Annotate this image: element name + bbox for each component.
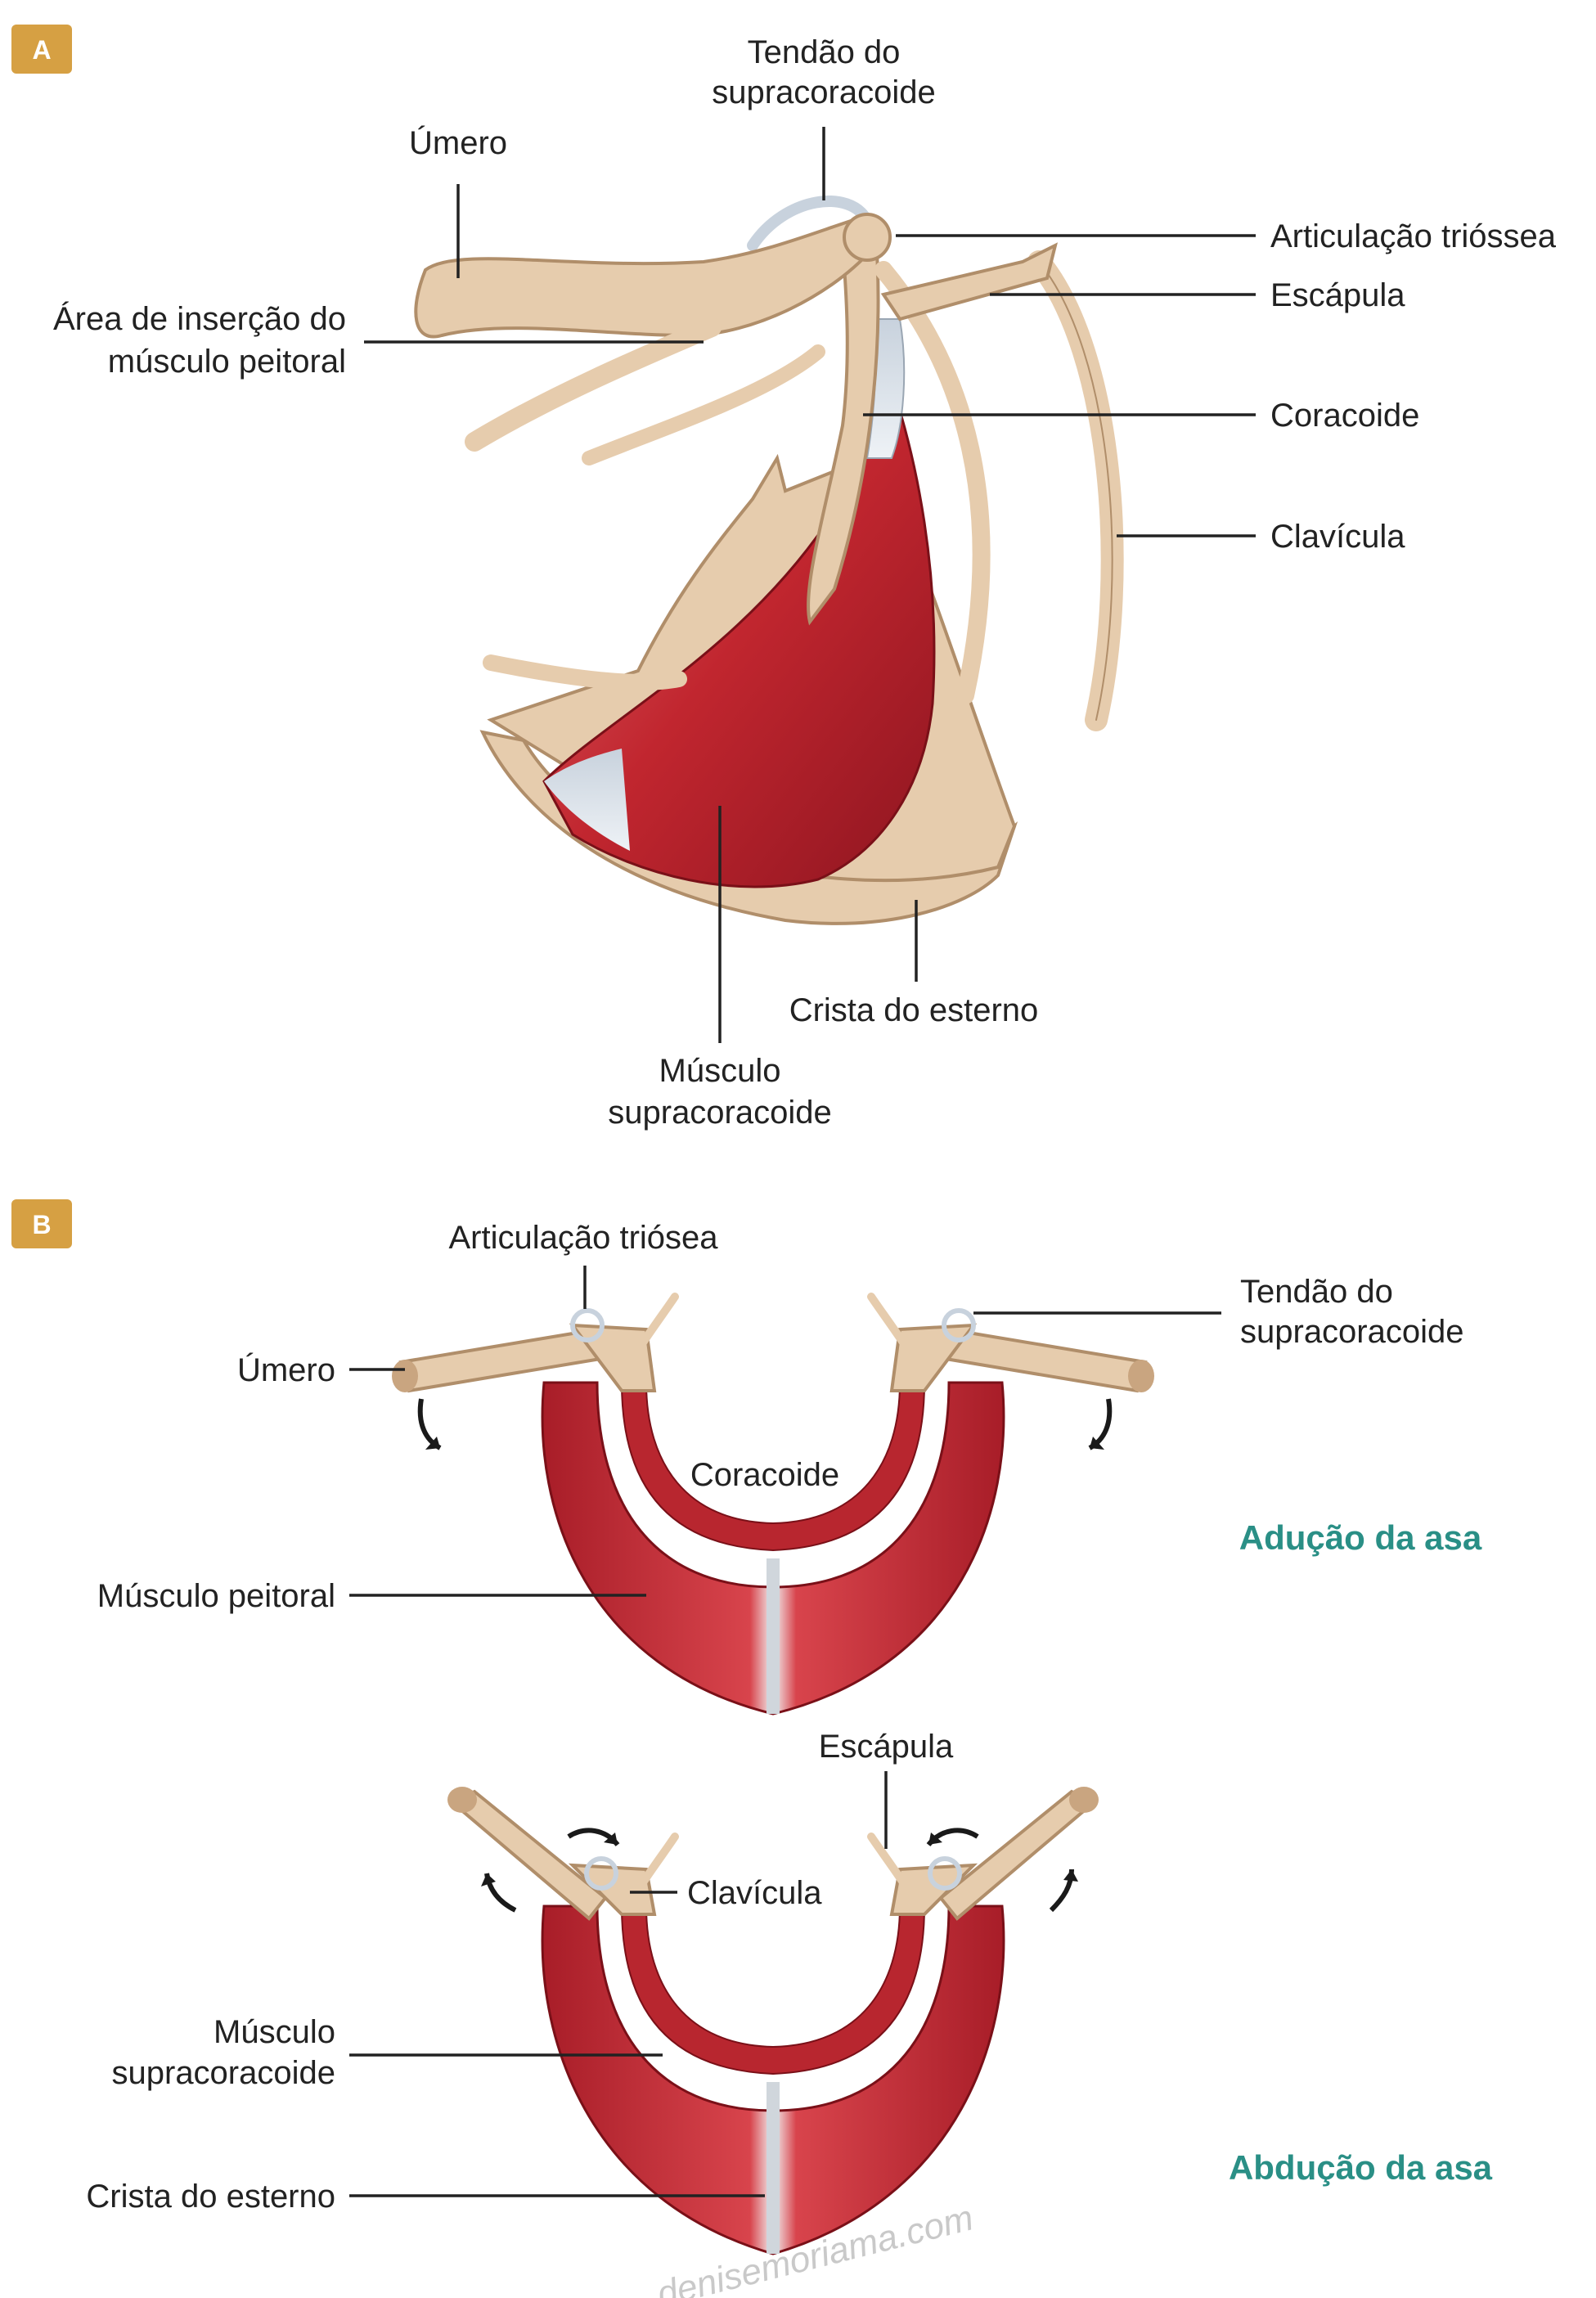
label-articulacao-b: Articulação triósea bbox=[448, 1220, 718, 1256]
label-area-line1: Área de inserção do bbox=[53, 300, 346, 337]
adduction-illustration bbox=[392, 1297, 1154, 1714]
label-clavicula-b: Clavícula bbox=[687, 1875, 822, 1911]
humerus-bottom-left-end bbox=[447, 1787, 477, 1813]
label-umero-b: Úmero bbox=[237, 1351, 335, 1388]
label-tendao-b-line2: supracoracoide bbox=[1240, 1314, 1464, 1350]
scapula-hook-top-left bbox=[638, 1297, 675, 1350]
scapula-hook-bottom-right bbox=[871, 1837, 908, 1890]
humerus-top-right-end bbox=[1128, 1360, 1154, 1392]
clavicle-shape bbox=[1039, 262, 1113, 720]
label-tendao-a-line1: Tendão do bbox=[748, 34, 901, 70]
caption-abducao: Abdução da asa bbox=[1229, 2148, 1493, 2187]
adduction-labels: Articulação triósea Tendão do supracorac… bbox=[97, 1220, 1482, 1614]
arrowhead-abduction-right-outer bbox=[1063, 1869, 1078, 1882]
humerus-bottom-left bbox=[454, 1792, 605, 1918]
label-escapula-a: Escápula bbox=[1270, 277, 1405, 313]
label-musculo-a-line2: supracoracoide bbox=[608, 1095, 832, 1131]
panel-b: B bbox=[11, 1199, 1493, 2298]
panel-a-badge-label: A bbox=[32, 35, 51, 65]
supracoracoid-inner-bottom bbox=[622, 1906, 924, 2074]
scapula-hook-top-right bbox=[871, 1297, 908, 1350]
panel-b-badge-label: B bbox=[32, 1210, 51, 1239]
label-musculo-b-line2: supracoracoide bbox=[112, 2055, 336, 2091]
label-umero-a: Úmero bbox=[409, 124, 507, 161]
label-area-line2: músculo peitoral bbox=[108, 344, 346, 380]
panel-a: A bbox=[11, 25, 1557, 1131]
panel-a-illustration bbox=[416, 201, 1112, 924]
label-tendao-a-line2: supracoracoide bbox=[712, 74, 936, 110]
caption-aducao: Adução da asa bbox=[1239, 1518, 1482, 1557]
label-musculo-b-line1: Músculo bbox=[214, 2014, 335, 2050]
label-peitoral-b: Músculo peitoral bbox=[97, 1578, 335, 1614]
label-musculo-a-line1: Músculo bbox=[659, 1053, 781, 1089]
label-crista-a: Crista do esterno bbox=[789, 992, 1039, 1028]
label-crista-b: Crista do esterno bbox=[86, 2179, 335, 2215]
label-coracoide-a: Coracoide bbox=[1270, 398, 1419, 434]
label-tendao-b-line1: Tendão do bbox=[1240, 1274, 1393, 1310]
label-coracoide-b: Coracoide bbox=[690, 1457, 839, 1493]
triosseal-joint-a bbox=[844, 214, 890, 260]
scapula-hook-bottom-left bbox=[638, 1837, 675, 1890]
humerus-bottom-right-end bbox=[1069, 1787, 1099, 1813]
humerus-top-left-end bbox=[392, 1360, 418, 1392]
label-clavicula-a: Clavícula bbox=[1270, 519, 1405, 555]
humerus-bone bbox=[416, 221, 875, 337]
humerus-bottom-right bbox=[941, 1792, 1092, 1918]
abduction-illustration bbox=[447, 1787, 1099, 2254]
label-articulacao-a: Articulação trióssea bbox=[1270, 218, 1557, 254]
label-escapula-b: Escápula bbox=[819, 1729, 954, 1765]
